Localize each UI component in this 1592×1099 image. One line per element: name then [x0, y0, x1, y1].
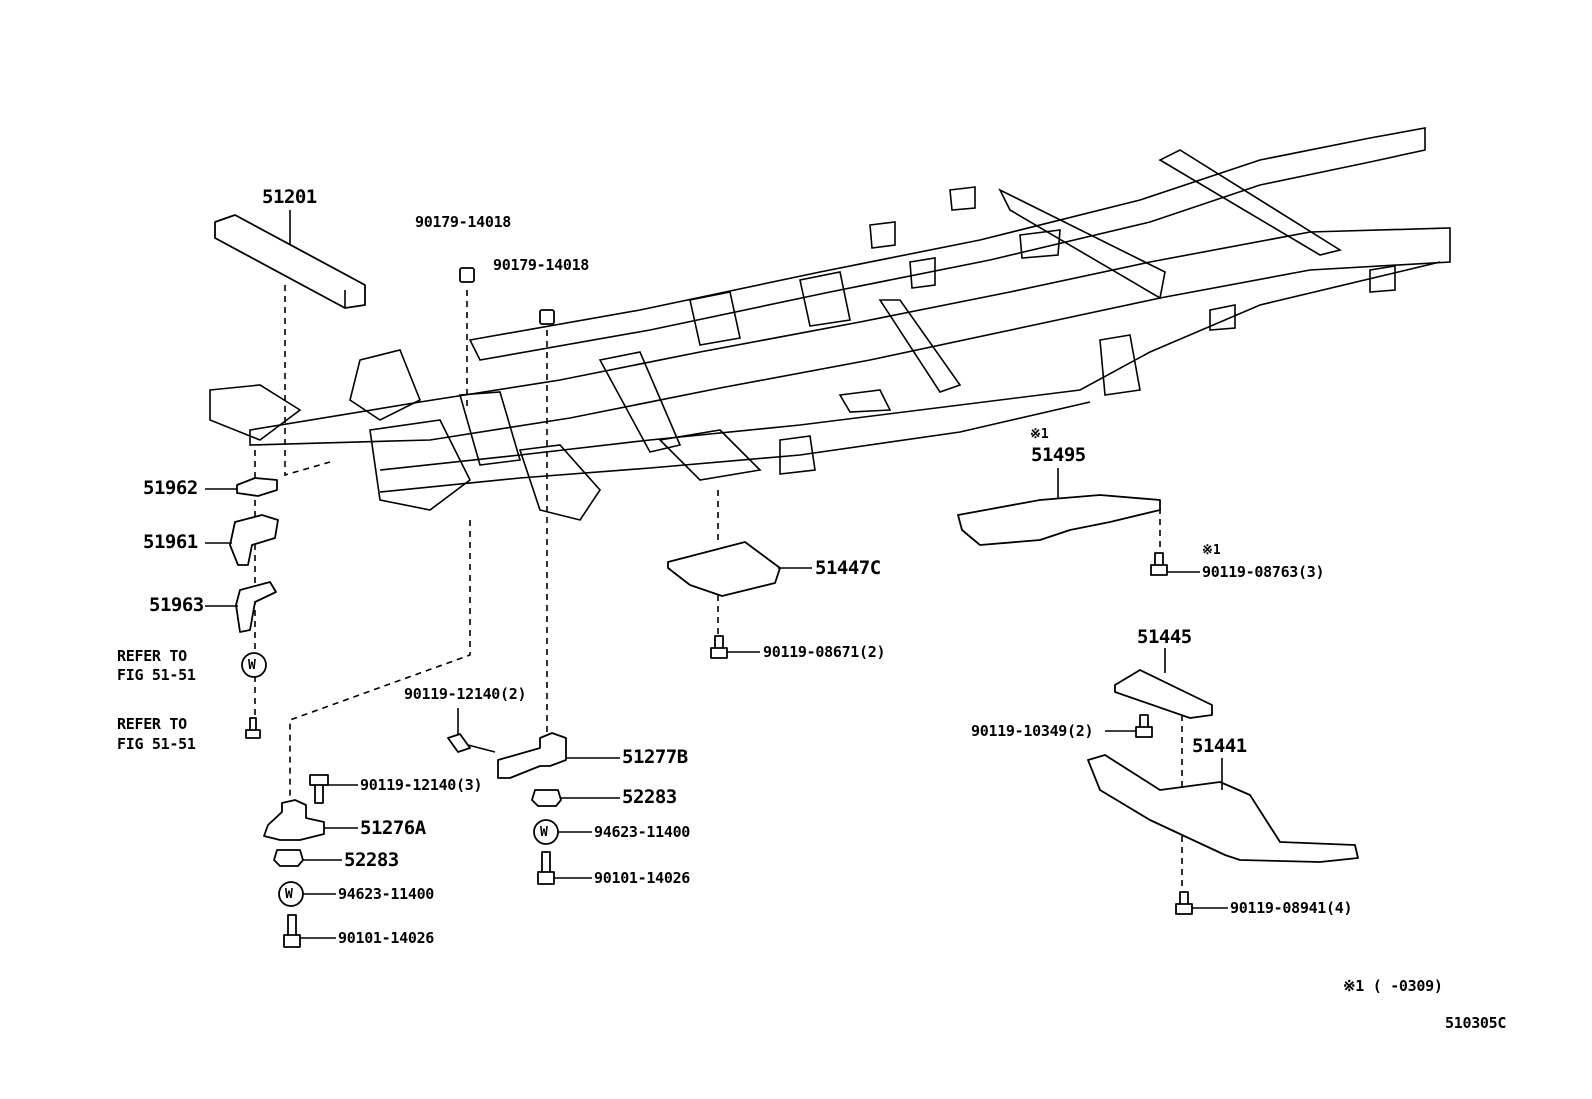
label-51277b: 51277B — [622, 746, 688, 768]
bolt-icon-90119-08671 — [710, 635, 728, 659]
cushion-52283-right — [531, 789, 562, 807]
bolt-icon-90119-12140-3 — [309, 774, 329, 804]
part-51277b-mount — [497, 732, 567, 779]
label-refer-2-line1: REFER TO — [117, 715, 187, 733]
label-51276a: 51276A — [360, 817, 426, 839]
label-90101-14026-right: 90101-14026 — [594, 869, 691, 887]
label-51495: 51495 — [1031, 444, 1086, 466]
part-51495-skid-plate — [957, 494, 1161, 546]
nut-icon-90179-a — [459, 267, 475, 283]
bolt-icon-90119-12140-2 — [447, 733, 496, 753]
label-refer-1-line1: REFER TO — [117, 647, 187, 665]
bolt-icon-90119-08941 — [1175, 891, 1193, 915]
label-52283-right: 52283 — [622, 786, 677, 808]
label-94623-11400-right: 94623-11400 — [594, 823, 691, 841]
washer-icon-refer — [241, 652, 267, 678]
label-90119-12140-3: 90119-12140(3) — [360, 776, 483, 794]
bolt-icon-90101-left — [283, 914, 301, 948]
part-51961-bracket — [229, 514, 279, 566]
part-51441-crossmember — [1087, 754, 1359, 863]
assembly-leader-lines — [254, 285, 1183, 890]
label-94623-11400-left: 94623-11400 — [338, 885, 435, 903]
bolt-icon-refer — [245, 717, 261, 739]
part-51445-bracket — [1114, 669, 1213, 719]
label-90179-14018-b: 90179-14018 — [493, 256, 590, 274]
label-51963: 51963 — [149, 594, 204, 616]
label-refer-1-line2: FIG 51-51 — [117, 666, 196, 684]
label-52283-left: 52283 — [344, 849, 399, 871]
bolt-icon-90119-10349 — [1135, 714, 1153, 738]
washer-symbol-refer: W — [248, 658, 256, 673]
label-mark1-top: ※1 — [1030, 427, 1049, 442]
label-mark1-bolt: ※1 — [1202, 543, 1221, 558]
label-90119-10349: 90119-10349(2) — [971, 722, 1094, 740]
washer-symbol-right: W — [540, 825, 548, 840]
cushion-52283-left — [273, 849, 304, 867]
figure-code: 510305C — [1445, 1014, 1507, 1032]
label-51201: 51201 — [262, 186, 317, 208]
nut-icon-90179-b — [539, 309, 555, 325]
bolt-icon-90119-08763 — [1150, 552, 1168, 576]
label-90101-14026-left: 90101-14026 — [338, 929, 435, 947]
label-51445: 51445 — [1137, 626, 1192, 648]
callout-lines — [205, 210, 1228, 939]
label-51447c: 51447C — [815, 557, 881, 579]
footnote: ※1 ( -0309) — [1343, 977, 1443, 995]
label-90179-14018-a: 90179-14018 — [415, 213, 512, 231]
label-90119-08763: 90119-08763(3) — [1202, 563, 1325, 581]
label-90119-08941: 90119-08941(4) — [1230, 899, 1353, 917]
bolt-icon-90101-right — [537, 851, 555, 885]
label-refer-2-line2: FIG 51-51 — [117, 735, 196, 753]
part-51963-bracket — [235, 581, 277, 633]
part-51962-bracket — [236, 477, 278, 497]
label-51962: 51962 — [143, 477, 198, 499]
part-51276a-mount — [263, 799, 325, 841]
label-90119-12140-2: 90119-12140(2) — [404, 685, 527, 703]
label-51441: 51441 — [1192, 735, 1247, 757]
label-90119-08671: 90119-08671(2) — [763, 643, 886, 661]
frame-assembly — [209, 127, 1451, 521]
label-51961: 51961 — [143, 531, 198, 553]
washer-symbol-left: W — [285, 887, 293, 902]
part-51447c-plate — [667, 541, 781, 597]
part-51201-crossmember — [214, 214, 366, 309]
